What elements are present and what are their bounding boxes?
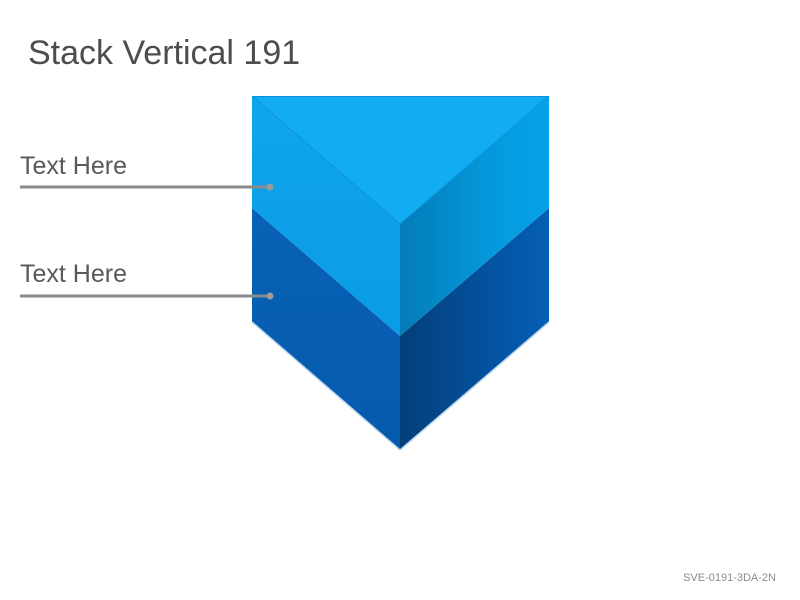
footer-code: SVE-0191-3DA-2N <box>683 572 776 584</box>
bottom-layer-right-face <box>400 208 549 450</box>
top-layer-right-face <box>400 96 549 336</box>
callout-dot-1 <box>266 183 274 191</box>
slide-title: Stack Vertical 191 <box>28 34 301 72</box>
callout-dot-2 <box>266 292 274 300</box>
stack-layer-bottom <box>251 208 550 451</box>
bottom-layer-base-edge <box>251 321 550 451</box>
callout-line-2 <box>20 292 274 300</box>
top-face-edge-left <box>251 95 401 225</box>
top-layer-left-face <box>252 96 400 336</box>
callout-line-1 <box>20 183 274 191</box>
top-layer-top-face <box>252 96 549 224</box>
top-face-edge-right <box>399 95 550 225</box>
callout-label-1: Text Here <box>20 152 127 180</box>
bottom-layer-left-face <box>252 208 400 450</box>
stack-layer-top <box>251 95 550 336</box>
callout-label-2: Text Here <box>20 260 127 288</box>
